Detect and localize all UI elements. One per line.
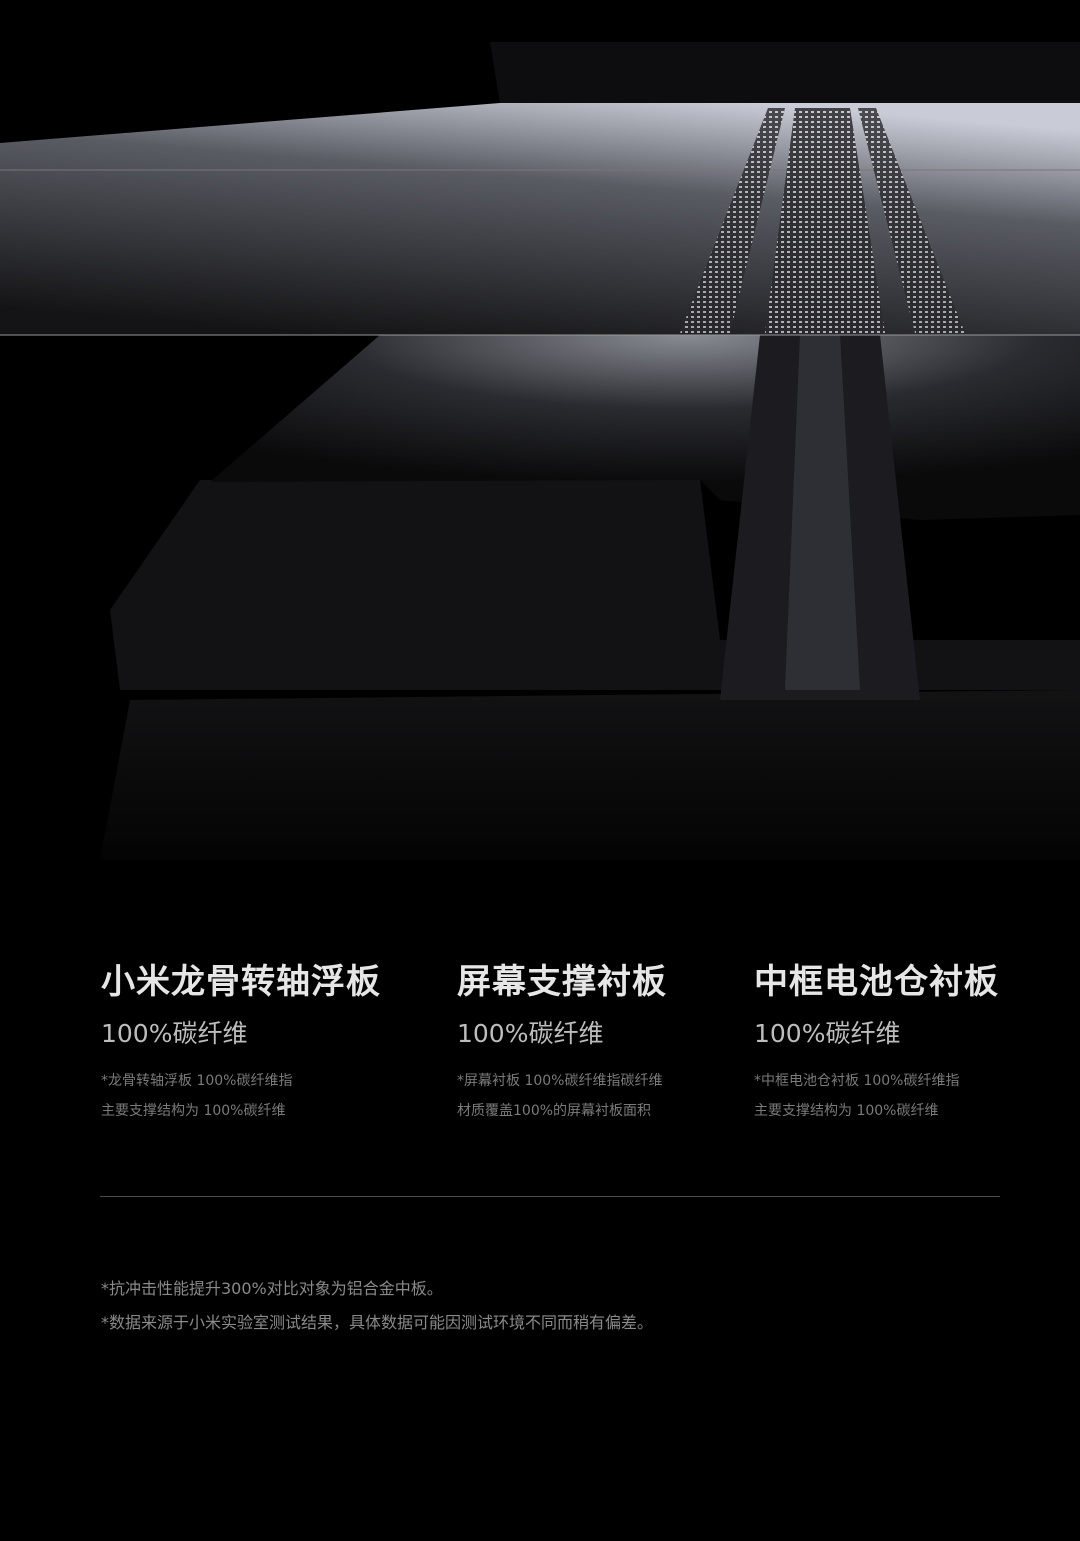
divider [100,1196,1000,1197]
footnote: *抗冲击性能提升300%对比对象为铝合金中板。 [101,1279,443,1298]
carbon-fiber-layers-image [0,42,1080,860]
feature-subtitle: 100%碳纤维 [101,1019,248,1048]
feature-note: *龙骨转轴浮板 100%碳纤维指 [101,1073,293,1089]
feature-title: 小米龙骨转轴浮板 [101,962,381,1002]
feature-note: 材质覆盖100%的屏幕衬板面积 [457,1103,652,1119]
footnote: *数据来源于小米实验室测试结果，具体数据可能因测试环境不同而稍有偏差。 [101,1313,654,1332]
feature-title: 屏幕支撑衬板 [457,962,667,1002]
feature-screen-support-plate: 屏幕支撑衬板 100%碳纤维 *屏幕衬板 100%碳纤维指碳纤维 材质覆盖100… [457,958,667,1126]
feature-title: 中框电池仓衬板 [754,962,999,1002]
feature-subtitle: 100%碳纤维 [457,1019,604,1048]
feature-subtitle: 100%碳纤维 [754,1019,901,1048]
feature-battery-frame-plate: 中框电池仓衬板 100%碳纤维 *中框电池仓衬板 100%碳纤维指 主要支撑结构… [754,958,999,1126]
feature-note: 主要支撑结构为 100%碳纤维 [754,1103,939,1119]
feature-hinge-floating-plate: 小米龙骨转轴浮板 100%碳纤维 *龙骨转轴浮板 100%碳纤维指 主要支撑结构… [101,958,381,1126]
footnotes: *抗冲击性能提升300%对比对象为铝合金中板。 *数据来源于小米实验室测试结果，… [101,1272,653,1340]
feature-note: *中框电池仓衬板 100%碳纤维指 [754,1073,960,1089]
feature-note: *屏幕衬板 100%碳纤维指碳纤维 [457,1073,663,1089]
feature-note: 主要支撑结构为 100%碳纤维 [101,1103,286,1119]
